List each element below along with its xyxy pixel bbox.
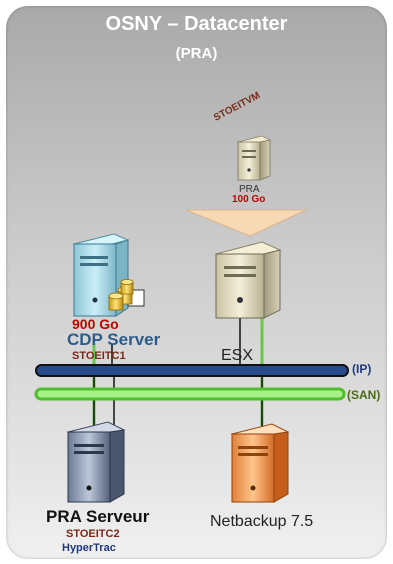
vm-size: 100 Go <box>232 194 266 205</box>
pra-server-label: PRA Serveur <box>46 507 150 526</box>
cdp-server-hostname: STOEITC1 <box>72 350 126 362</box>
san-network-label: (SAN) <box>347 388 381 402</box>
storage-disks-icon <box>108 279 145 311</box>
netbackup-label: Netbackup 7.5 <box>210 513 314 530</box>
esx-server-icon <box>214 241 282 319</box>
pra-server-icon <box>66 421 126 503</box>
diagram-subtitle: (PRA) <box>175 45 218 62</box>
san-network-bus <box>34 387 346 401</box>
esx-label: ESX <box>221 347 254 364</box>
pra-server-hostname: STOEITC2 <box>66 528 120 540</box>
vm-server-icon <box>236 135 272 181</box>
vm-label: PRA <box>239 184 260 195</box>
pra-server-software: HyperTrac <box>62 542 116 554</box>
netbackup-server-icon <box>230 423 290 503</box>
cdp-storage-size: 900 Go <box>72 316 119 332</box>
diagram-title: OSNY – Datacenter <box>105 13 288 35</box>
connection-lines <box>92 318 264 432</box>
virtualization-funnel <box>185 209 307 237</box>
ip-network-bus <box>35 364 349 377</box>
cdp-server-label: CDP Server <box>67 330 161 349</box>
ip-network-label: (IP) <box>352 362 372 376</box>
